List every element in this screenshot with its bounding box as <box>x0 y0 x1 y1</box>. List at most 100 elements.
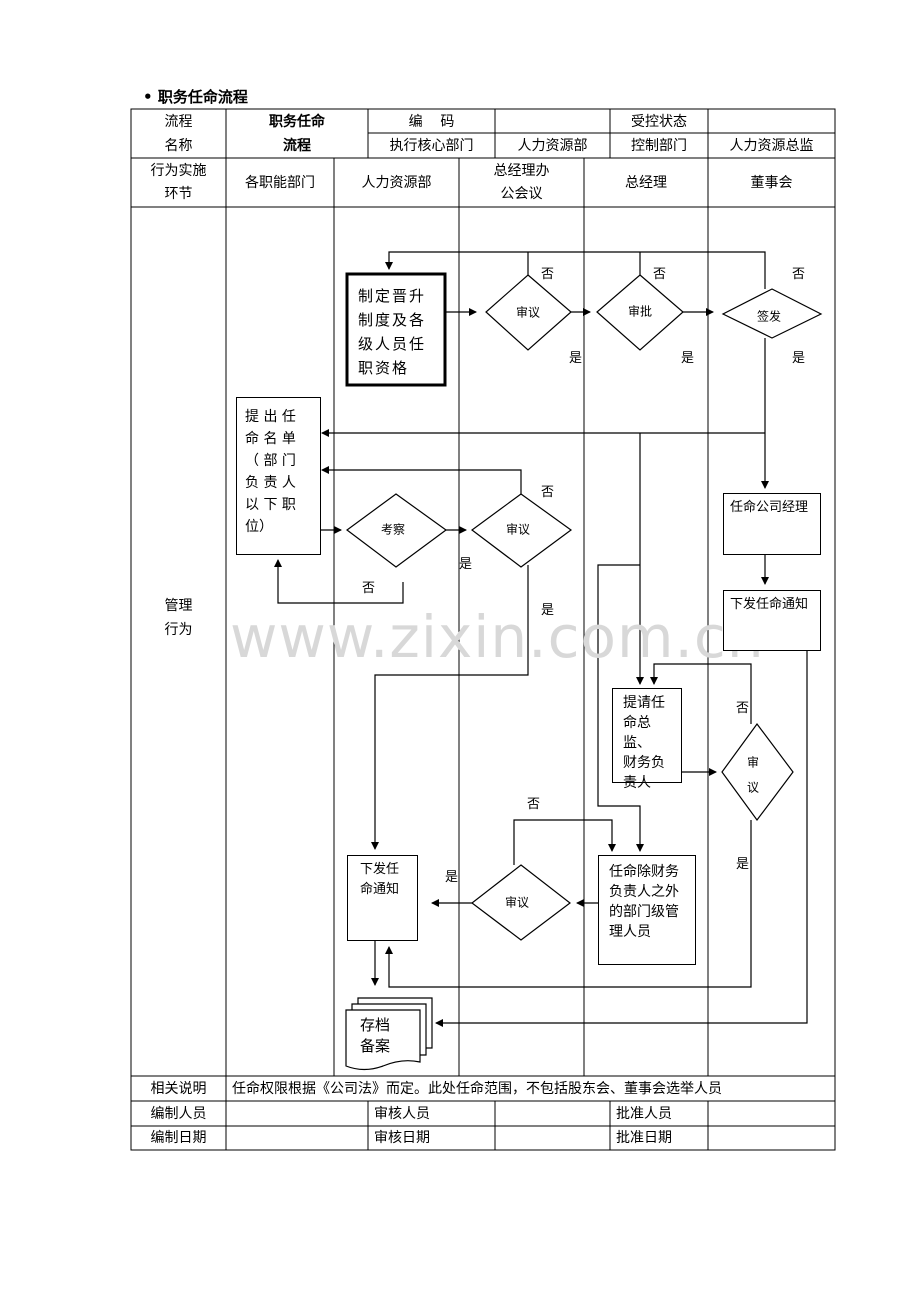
formulate-line-2: 制度及各 <box>358 311 427 329</box>
nominate-line-2: 命总监、 <box>623 715 651 751</box>
edge-label-no-sign: 否 <box>792 267 806 282</box>
issue-notice-hr-node: 下发任 命通知 <box>347 855 418 941</box>
review2-label: 审议 <box>505 522 531 537</box>
appoint-dept-line-4: 理人员 <box>609 924 651 940</box>
edge-label-no-review2: 否 <box>541 485 555 500</box>
approve-label: 审批 <box>627 304 653 319</box>
propose-line-3: （ 部 门 <box>245 453 296 469</box>
control-status-value <box>708 110 835 133</box>
note-value: 任命权限根据《公司法》而定。此处任命范围，不包括股东会、董事会选举人员 <box>232 1081 722 1097</box>
lane-header-hr: 人力资源部 <box>361 174 432 191</box>
note-label: 相关说明 <box>150 1081 207 1097</box>
propose-line-6: 位） <box>245 519 273 535</box>
edge-label-no-review1: 否 <box>541 267 555 282</box>
approve-date-value <box>708 1126 835 1150</box>
propose-line-4: 负 责 人 <box>245 475 296 491</box>
edge-label-yes-review2: 是 <box>541 603 555 618</box>
edit-date-label: 编制日期 <box>150 1130 207 1146</box>
row-label-1: 管理 <box>164 598 193 614</box>
control-dept-value: 人力资源总监 <box>729 138 814 154</box>
nominate-line-4: 责人 <box>623 775 651 791</box>
propose-line-5: 以 下 职 <box>245 497 296 513</box>
propose-line-1: 提 出 任 <box>245 409 296 425</box>
edit-date-value <box>226 1126 368 1150</box>
appoint-dept-line-1: 任命除财务 <box>609 864 679 880</box>
reviewer-label: 审核人员 <box>374 1105 430 1122</box>
review-date-label: 审核日期 <box>374 1130 430 1146</box>
propose-node: 提 出 任 命 名 单 （ 部 门 负 责 人 以 下 职 位） <box>236 397 321 555</box>
page-title: • 职务任命流程 <box>143 88 248 106</box>
nominate-line-1: 提请任 <box>623 695 665 711</box>
flow-name-value-2: 流程 <box>283 138 311 154</box>
code-label: 编 码 <box>408 113 455 130</box>
formulate-node-text: 制定晋升 制度及各 级人员任 职资格 <box>358 284 426 380</box>
lane-header-gm-office-2: 公会议 <box>500 186 543 202</box>
nominate-line-3: 财务负 <box>623 755 665 771</box>
appoint-gm-node: 任命公司经理 <box>723 493 821 555</box>
appoint-dept-node: 任命除财务 负责人之外 的部门级管 理人员 <box>598 855 696 965</box>
review4-label: 审议 <box>504 895 530 910</box>
review1-label: 审议 <box>515 305 541 320</box>
row-label-2: 行为 <box>164 622 193 638</box>
control-status-label: 受控状态 <box>631 113 687 130</box>
lane-header-gm: 总经理 <box>625 174 667 191</box>
edge-label-yes-review1: 是 <box>569 351 583 366</box>
propose-line-2: 命 名 单 <box>245 431 296 447</box>
sign-label: 签发 <box>756 309 782 324</box>
title-text: 职务任命流程 <box>157 88 248 106</box>
lane-corner-2: 环节 <box>164 186 193 202</box>
edge-label-yes-approve: 是 <box>681 351 695 366</box>
edge-label-yes-review4: 是 <box>445 870 459 885</box>
flow-name-label-1: 流程 <box>164 114 193 130</box>
formulate-line-1: 制定晋升 <box>358 287 427 305</box>
approver-label: 批准人员 <box>616 1105 672 1122</box>
approver-value <box>708 1101 835 1126</box>
approve-diamond <box>596 274 684 351</box>
appoint-dept-line-3: 的部门级管 <box>609 904 679 920</box>
issue-notice-hr-line-1: 下发任 <box>360 862 400 877</box>
approve-date-label: 批准日期 <box>616 1130 672 1146</box>
flow-name-label-2: 名称 <box>164 138 193 154</box>
issue-notice-board-node: 下发任命通知 <box>723 590 821 651</box>
edge-label-yes-review3: 是 <box>736 857 750 872</box>
lane-header-board: 董事会 <box>750 174 793 191</box>
edge-label-no-approve: 否 <box>653 267 667 282</box>
lane-corner-1: 行为实施 <box>150 163 207 179</box>
lane-header-functional-depts: 各职能部门 <box>245 174 315 191</box>
reviewer-value <box>495 1101 610 1126</box>
inspect-label: 考察 <box>380 522 406 537</box>
exec-dept-label: 执行核心部门 <box>389 138 474 154</box>
archive-line-1: 存档 <box>360 1016 391 1034</box>
edge-label-yes-sign: 是 <box>792 351 806 366</box>
archive-doc-front <box>345 1009 421 1071</box>
flow-name-value-1: 职务任命 <box>269 114 325 130</box>
control-dept-label: 控制部门 <box>631 138 687 154</box>
appoint-dept-line-2: 负责人之外 <box>609 884 679 900</box>
exec-dept-value: 人力资源部 <box>517 138 588 154</box>
editor-value <box>226 1101 368 1126</box>
formulate-box-frame <box>345 272 447 387</box>
lane-header-gm-office-1: 总经理办 <box>493 163 550 179</box>
code-value <box>495 110 610 133</box>
review2-diamond <box>470 493 573 568</box>
formulate-line-3: 级人员任 <box>358 335 427 353</box>
review4-diamond <box>471 864 571 941</box>
archive-line-2: 备案 <box>360 1037 391 1055</box>
nominate-node: 提请任 命总监、 财务负 责人 <box>612 688 682 791</box>
inspect-diamond <box>345 493 448 568</box>
editor-label: 编制人员 <box>150 1105 207 1122</box>
issue-notice-hr-line-2: 命通知 <box>360 882 400 897</box>
review3-label-2: 议 <box>746 780 760 795</box>
edge-label-no-inspect: 否 <box>362 581 376 596</box>
sign-diamond <box>721 288 823 339</box>
edge-label-yes-inspect: 是 <box>459 557 473 572</box>
review3-label-1: 审 <box>746 755 760 770</box>
watermark: www.zixin.com.cn <box>230 603 765 671</box>
review1-diamond <box>485 274 572 351</box>
review-date-value <box>495 1126 610 1150</box>
edge-label-no-review3: 否 <box>736 701 750 716</box>
edge-label-no-review4: 否 <box>527 797 541 812</box>
review3-diamond <box>721 722 794 822</box>
formulate-line-4: 职资格 <box>358 359 410 377</box>
archive-node-text: 存档 备案 <box>360 1015 390 1057</box>
